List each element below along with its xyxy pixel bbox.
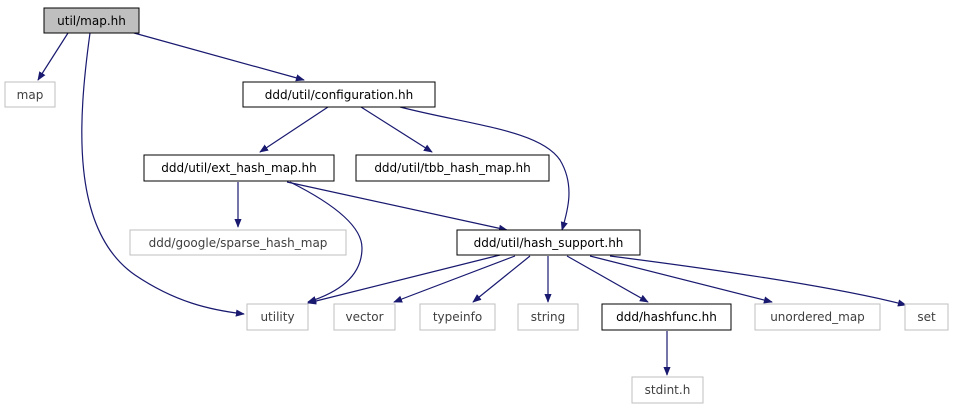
node-stdint-h: stdint.h — [631, 376, 704, 404]
edge-ext-hash-map-to-hash-support — [286, 181, 508, 232]
edge-configuration-to-ext-hash-map — [259, 106, 329, 153]
node-hash-support-hh[interactable]: ddd/util/hash_support.hh — [456, 229, 641, 256]
node-label-typeinfo: typeinfo — [433, 310, 482, 324]
node-label-sparse-hash-map: ddd/google/sparse_hash_map — [149, 236, 328, 250]
node-hashfunc-hh[interactable]: ddd/hashfunc.hh — [601, 303, 732, 331]
edge-configuration-to-tbb-hash-map — [360, 106, 433, 153]
edge-hash-support-to-hashfunc — [566, 255, 649, 303]
node-typeinfo: typeinfo — [419, 303, 496, 331]
node-label-configuration-hh: ddd/util/configuration.hh — [265, 88, 414, 102]
node-label-map: map — [17, 88, 44, 102]
node-map: map — [4, 81, 56, 108]
edge-configuration-to-hash-support — [399, 106, 570, 231]
edge-map-to-utility — [81, 32, 245, 317]
node-label-set: set — [917, 310, 936, 324]
node-label-ext-hash-map-hh: ddd/util/ext_hash_map.hh — [161, 161, 316, 175]
edge-map-to-configuration — [133, 32, 305, 82]
node-label-util-map-hh: util/map.hh — [57, 14, 126, 28]
node-configuration-hh[interactable]: ddd/util/configuration.hh — [242, 81, 436, 108]
node-label-stdint-h: stdint.h — [645, 383, 691, 397]
node-util-map-hh[interactable]: util/map.hh — [43, 7, 140, 34]
node-set: set — [904, 303, 949, 331]
edge-hash-support-to-set — [609, 255, 907, 307]
node-label-hash-support-hh: ddd/util/hash_support.hh — [474, 236, 624, 250]
node-string: string — [517, 303, 579, 331]
node-label-vector: vector — [345, 310, 383, 324]
node-label-hashfunc-hh: ddd/hashfunc.hh — [616, 310, 717, 324]
node-label-utility: utility — [260, 310, 294, 324]
node-vector: vector — [333, 303, 396, 331]
node-label-unordered-map: unordered_map — [770, 310, 865, 324]
node-ext-hash-map-hh[interactable]: ddd/util/ext_hash_map.hh — [143, 154, 335, 182]
node-tbb-hash-map-hh[interactable]: ddd/util/tbb_hash_map.hh — [355, 154, 550, 182]
node-unordered-map: unordered_map — [754, 303, 881, 331]
node-sparse-hash-map: ddd/google/sparse_hash_map — [129, 229, 347, 256]
edge-hash-support-to-typeinfo — [472, 255, 531, 303]
node-label-tbb-hash-map-hh: ddd/util/tbb_hash_map.hh — [374, 161, 530, 175]
edge-map-to-map — [37, 32, 69, 81]
edge-hash-support-to-unordered-map — [589, 255, 773, 304]
node-label-string: string — [531, 310, 565, 324]
edge-hash-support-to-vector — [393, 255, 516, 303]
edge-hash-support-to-utility — [307, 254, 501, 305]
node-utility: utility — [246, 303, 309, 331]
edge-ext-hash-map-to-utility — [289, 181, 363, 304]
